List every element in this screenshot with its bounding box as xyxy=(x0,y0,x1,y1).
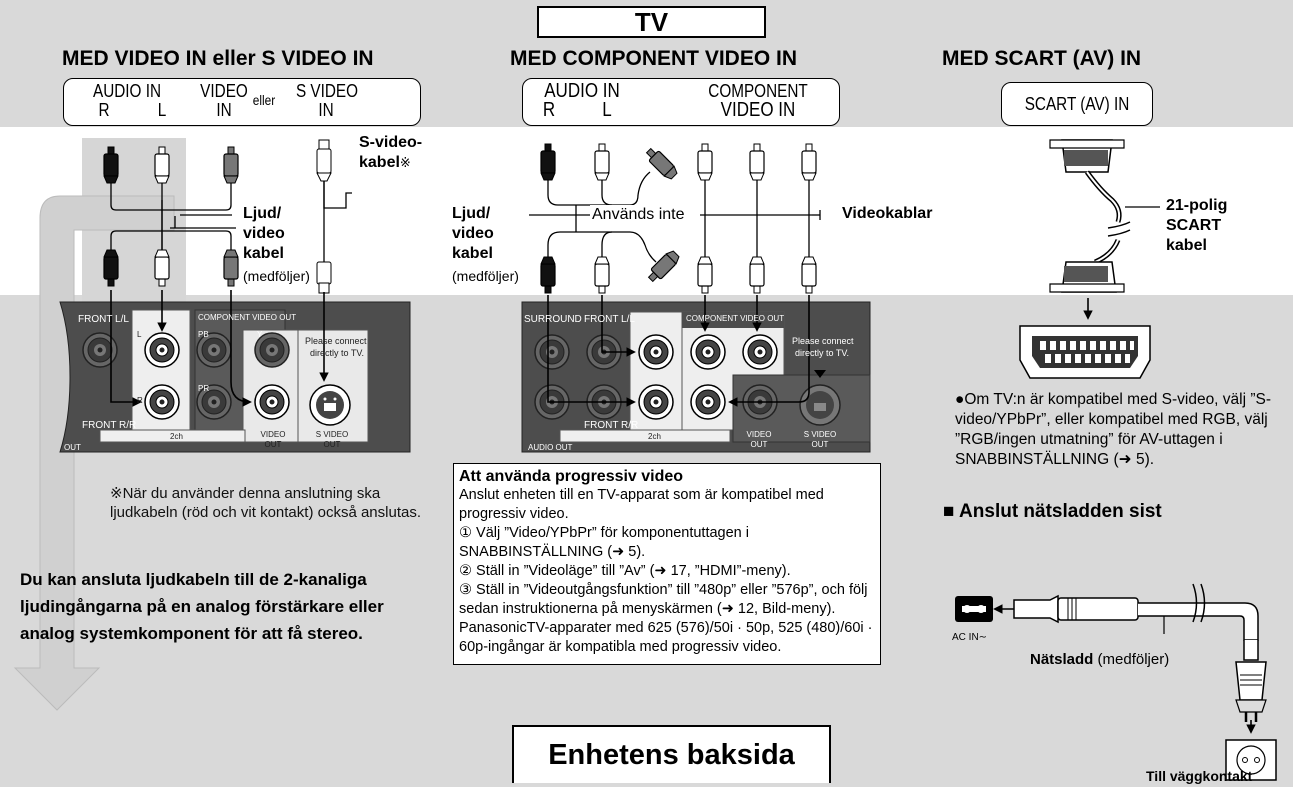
tv-panel-video: AUDIO IN R L VIDEO eller S VIDEO IN IN xyxy=(63,78,421,126)
svideo-cable-label-2: kabel※ xyxy=(359,153,411,173)
footnote-mark: ※ xyxy=(399,155,411,170)
panel-in-2: IN xyxy=(318,100,334,120)
rear-front-rr: FRONT R/R xyxy=(584,420,639,431)
rear-svideo-out-2: OUT xyxy=(811,440,829,449)
av-cable-label-1: Ljud/ xyxy=(243,205,282,222)
av-cable-label-1: Ljud/ xyxy=(452,205,491,222)
rear-directly: directly to TV. xyxy=(795,348,850,358)
rear-out: OUT xyxy=(64,443,81,452)
panel-l: L xyxy=(157,100,167,120)
power-cord-included: (medföljer) xyxy=(1097,651,1170,668)
rear-svideo-out: S VIDEO xyxy=(315,430,349,439)
progressive-intro: Anslut enheten till en TV-apparat som är… xyxy=(459,487,824,522)
rear-front-ll: FRONT L/L xyxy=(78,314,129,325)
left-connection-arrows xyxy=(110,290,329,407)
rear-l: L xyxy=(137,330,142,339)
panel-audio-in: AUDIO IN xyxy=(544,80,620,102)
rear-please: Please connect xyxy=(305,336,367,346)
panel-r: R xyxy=(98,100,110,120)
outlet-label: Till väggkontakt xyxy=(1146,768,1253,784)
panel-svideo: S VIDEO xyxy=(295,81,359,101)
scart-socket xyxy=(1019,325,1151,379)
scart-cable-label-3: kabel xyxy=(1166,237,1207,254)
av-cable-label-3: kabel xyxy=(243,245,284,262)
rear-pb: PB xyxy=(198,330,209,339)
power-cord-name: Nätsladd xyxy=(1030,651,1094,668)
panel-audio-in: AUDIO IN xyxy=(92,81,161,101)
rear-video-out: VIDEO xyxy=(746,430,772,439)
middle-cables xyxy=(529,171,821,263)
unused-label: Används inte xyxy=(590,205,687,224)
svideo-kabel: kabel xyxy=(359,154,400,171)
scart-cable xyxy=(1049,139,1160,320)
middle-rear-panel xyxy=(521,301,871,453)
rear-video-out: VIDEO xyxy=(260,430,286,439)
rear-2ch: 2ch xyxy=(170,432,183,441)
footnote: ※När du använder denna anslutning ska lj… xyxy=(110,485,421,521)
left-rear-panel xyxy=(59,301,411,453)
progressive-step-3: ③ Ställ in ”Videoutgångsfunktion” till ”… xyxy=(459,582,868,617)
stereo-note: Du kan ansluta ljudkabeln till de 2-kana… xyxy=(20,570,384,643)
rear-y: Y xyxy=(257,330,263,339)
scart-cable-label-2: SCART xyxy=(1166,217,1222,234)
rear-front-ll: FRONT L/L xyxy=(584,314,635,325)
heading-scart: MED SCART (AV) IN xyxy=(942,47,1142,70)
rear-r: R xyxy=(137,396,143,405)
progressive-title: Att använda progressiv video xyxy=(459,468,684,485)
rear-video-out-2: OUT xyxy=(750,440,768,449)
av-cable-label-3: kabel xyxy=(452,245,493,262)
av-cable-label-2: video xyxy=(452,225,494,242)
rear-2ch: 2ch xyxy=(648,432,661,441)
av-cable-included: (medföljer) xyxy=(452,268,519,284)
panel-video-in: VIDEO IN xyxy=(720,99,796,121)
panel-in-1: IN xyxy=(216,100,232,120)
rear-svideo-out-2: OUT xyxy=(323,440,341,449)
panel-scart-in: SCART (AV) IN xyxy=(1024,94,1130,114)
rear-front-rr: FRONT R/R xyxy=(82,420,137,431)
rear-side-label: Enhetens baksida xyxy=(512,725,831,783)
power-cord xyxy=(955,583,1277,781)
panel-video: VIDEO xyxy=(200,81,248,101)
panel-r: R xyxy=(542,99,556,121)
panel-component: COMPONENT xyxy=(708,81,808,101)
panel-eller: eller xyxy=(252,92,276,108)
progressive-step-1: ① Välj ”Video/YPbPr” för komponentuttage… xyxy=(459,525,749,560)
progressive-video-box: Att använda progressiv video Anslut enhe… xyxy=(453,463,881,665)
heading-component: MED COMPONENT VIDEO IN xyxy=(510,47,798,70)
rear-pr: PR xyxy=(198,384,210,393)
tv-label-box: TV xyxy=(537,6,766,38)
left-plugs-top xyxy=(103,139,332,184)
left-cables xyxy=(110,175,352,268)
panel-l: L xyxy=(602,99,612,121)
av-cable-label-2: video xyxy=(243,225,285,242)
rear-video-out-2: OUT xyxy=(264,440,282,449)
middle-plugs-bottom xyxy=(540,256,817,294)
rear-component-out: COMPONENT VIDEO OUT xyxy=(198,313,297,322)
rear-directly: directly to TV. xyxy=(310,348,365,358)
stereo-arrow xyxy=(13,195,175,711)
scart-cable-label-1: 21-polig xyxy=(1166,197,1228,214)
svideo-cable-label: S-video- xyxy=(359,134,423,151)
middle-connection-arrows xyxy=(547,295,810,407)
video-cables-label: Videokablar xyxy=(842,205,933,222)
scart-note: ●Om TV:n är kompatibel med S-video, välj… xyxy=(955,391,1272,468)
ac-in-label: AC IN∼ xyxy=(952,632,988,643)
rear-svideo-out: S VIDEO xyxy=(803,430,837,439)
tv-panel-scart: SCART (AV) IN xyxy=(1001,82,1153,126)
power-heading: ■ Anslut nätsladden sist xyxy=(943,501,1162,522)
heading-video: MED VIDEO IN eller S VIDEO IN xyxy=(62,47,374,70)
progressive-footer: PanasonicTV-apparater med 625 (576)/50i … xyxy=(459,620,873,655)
rear-component-out: COMPONENT VIDEO OUT xyxy=(686,314,785,323)
rear-please: Please connect xyxy=(792,336,854,346)
progressive-step-2: ② Ställ in ”Videoläge” till ”Av” (➜ 17, … xyxy=(459,563,791,579)
power-cord-label: Nätsladd (medföljer) xyxy=(1030,650,1169,669)
rear-surround: SURROUND xyxy=(524,314,582,325)
rear-audio-out: AUDIO OUT xyxy=(528,443,573,452)
av-cable-included: (medföljer) xyxy=(243,268,310,284)
tv-panel-component: AUDIO IN R L COMPONENT VIDEO IN xyxy=(522,78,840,126)
